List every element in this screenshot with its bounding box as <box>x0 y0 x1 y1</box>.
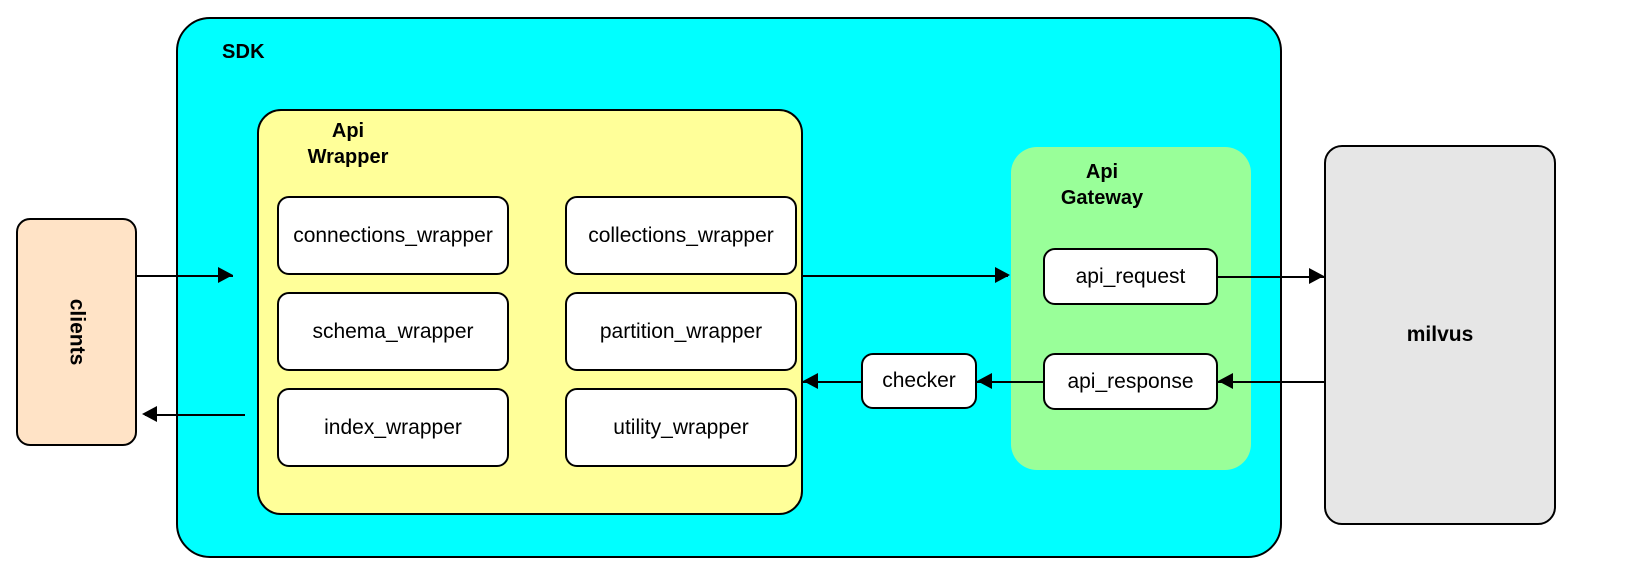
clients-label: clients <box>65 298 89 366</box>
arrow-left-icon <box>803 373 818 389</box>
checker-node[interactable]: checker <box>861 353 977 409</box>
module-collections-wrapper[interactable]: collections_wrapper <box>565 196 797 275</box>
api-gateway-label-line2: Gateway <box>1060 187 1144 210</box>
module-schema-wrapper[interactable]: schema_wrapper <box>277 292 509 371</box>
module-connections-wrapper[interactable]: connections_wrapper <box>277 196 509 275</box>
arrow-right-icon <box>218 267 233 283</box>
api-wrapper-label: Api Wrapper <box>283 118 413 171</box>
arrow-left-icon <box>1218 373 1233 389</box>
module-label: connections_wrapper <box>293 223 493 247</box>
arrow-left-icon <box>977 373 992 389</box>
edge-line <box>803 275 1008 277</box>
clients-node[interactable]: clients <box>16 218 137 446</box>
milvus-label: milvus <box>1406 323 1474 346</box>
milvus-node[interactable]: milvus <box>1324 145 1556 525</box>
api-gateway-label-line1: Api <box>1085 161 1119 183</box>
module-index-wrapper[interactable]: index_wrapper <box>277 388 509 467</box>
edge-line <box>137 275 233 277</box>
module-label: partition_wrapper <box>599 319 763 343</box>
edge-line <box>1218 276 1324 278</box>
arrow-right-icon <box>1309 268 1324 284</box>
api-gateway-label: Api Gateway <box>1027 159 1177 212</box>
edge-line <box>803 381 861 383</box>
module-api-response[interactable]: api_response <box>1043 353 1218 410</box>
module-label: api_response <box>1067 369 1194 393</box>
module-label: api_request <box>1075 264 1186 288</box>
arrow-left-icon <box>142 406 157 422</box>
api-wrapper-label-line2: Wrapper <box>307 146 389 169</box>
module-label: utility_wrapper <box>613 415 749 439</box>
api-gateway-container[interactable]: Api Gateway <box>1011 147 1251 470</box>
module-label: collections_wrapper <box>588 223 774 247</box>
arrow-right-icon <box>995 267 1010 283</box>
module-partition-wrapper[interactable]: partition_wrapper <box>565 292 797 371</box>
module-api-request[interactable]: api_request <box>1043 248 1218 305</box>
edge-line <box>977 381 1043 383</box>
module-label: index_wrapper <box>324 415 462 439</box>
sdk-label: SDK <box>222 41 265 63</box>
module-label: schema_wrapper <box>312 319 474 343</box>
edge-line <box>145 414 245 416</box>
module-utility-wrapper[interactable]: utility_wrapper <box>565 388 797 467</box>
edge-line <box>1218 381 1324 383</box>
api-wrapper-label-line1: Api <box>331 120 365 142</box>
checker-label: checker <box>882 369 956 392</box>
